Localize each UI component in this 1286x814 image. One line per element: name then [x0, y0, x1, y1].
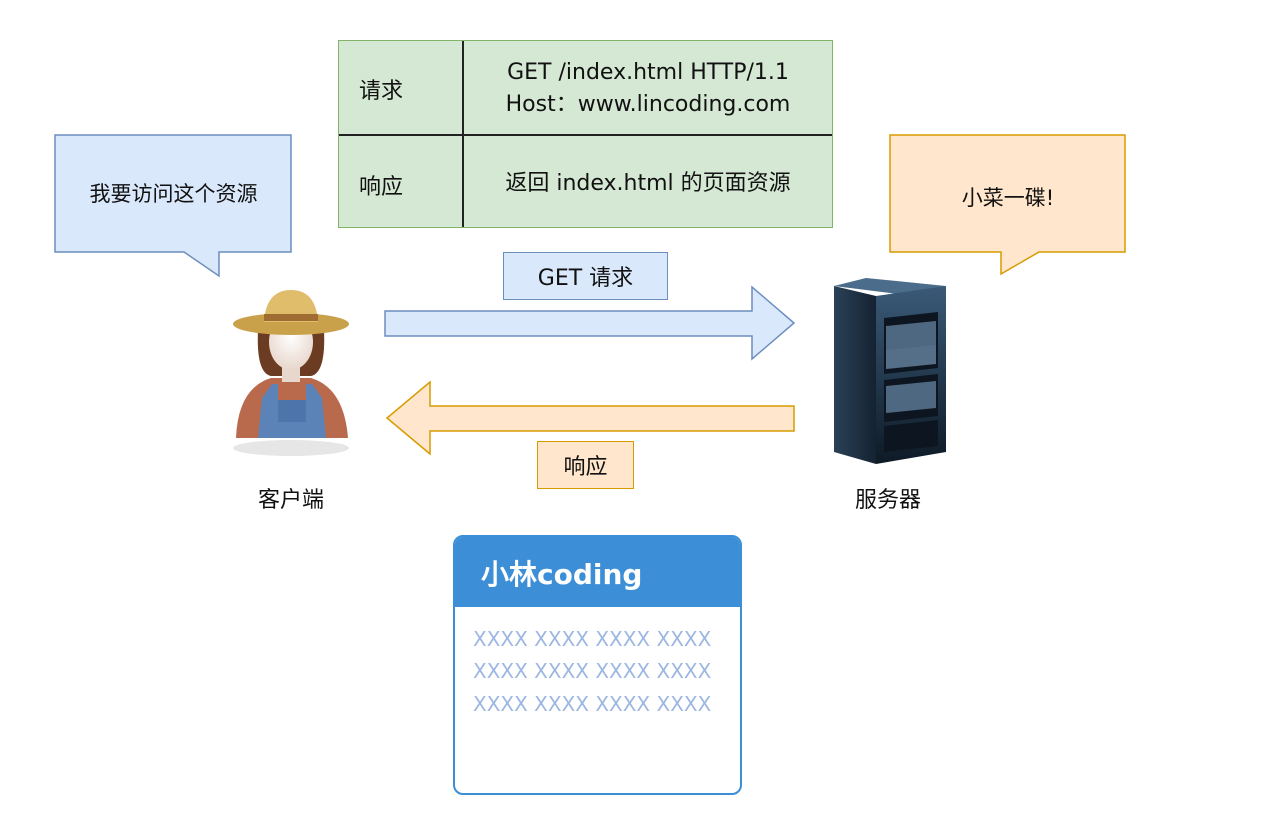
server-speech-bubble: 小菜一碟! [889, 134, 1127, 276]
browser-page-card: 小林coding XXXX XXXX XXXX XXXX XXXX XXXX X… [453, 535, 742, 795]
placeholder-line-3: XXXX XXXX XXXX XXXX [473, 692, 712, 716]
request-label: 请求 [359, 79, 404, 104]
server-rack-icon [834, 278, 946, 464]
http-message-table: 请求 GET /index.html HTTP/1.1 Host：www.lin… [338, 40, 833, 228]
client-label: 客户端 [257, 488, 324, 513]
farmer-user-icon [233, 290, 349, 456]
server-label: 服务器 [854, 488, 921, 513]
client-bubble-shape [54, 134, 292, 278]
response-arrow-label: 响应 [537, 441, 634, 489]
placeholder-line-1: XXXX XXXX XXXX XXXX [473, 627, 712, 651]
response-label: 响应 [359, 175, 404, 200]
client-bubble-text: 我要访问这个资源 [89, 182, 258, 206]
placeholder-line-2: XXXX XXXX XXXX XXXX [473, 659, 712, 683]
request-host: Host：www.lincoding.com [505, 92, 791, 117]
browser-header: 小林coding [455, 537, 740, 607]
server-bubble-shape [889, 134, 1126, 276]
response-value: 返回 index.html 的页面资源 [505, 171, 791, 196]
server-bubble-text: 小菜一碟! [961, 186, 1055, 210]
browser-title: 小林coding [481, 558, 643, 591]
table-divider-horizontal [339, 134, 832, 136]
response-arrow [385, 380, 795, 456]
request-arrow-label: GET 请求 [503, 252, 668, 300]
request-arrow [384, 285, 796, 361]
request-line: GET /index.html HTTP/1.1 [507, 60, 789, 85]
client-speech-bubble: 我要访问这个资源 [54, 134, 293, 279]
